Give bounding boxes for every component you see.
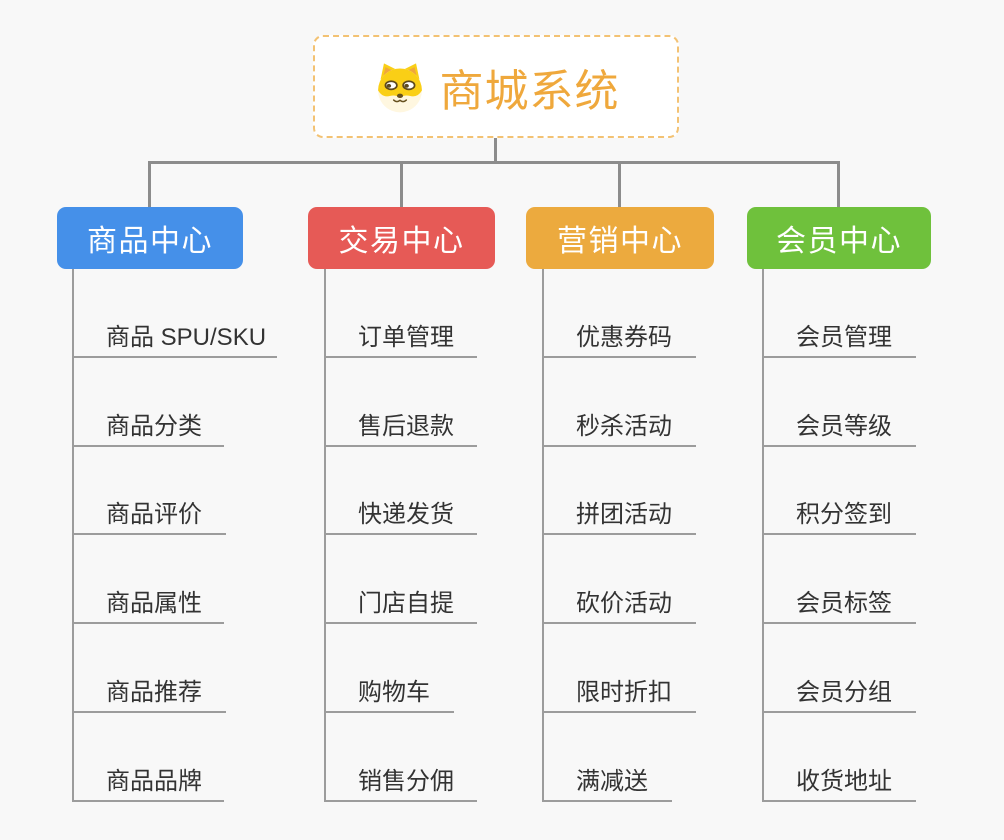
node-item[interactable]: 满减送 [542, 762, 672, 802]
node-item[interactable]: 会员标签 [762, 584, 916, 624]
node-item[interactable]: 商品分类 [72, 407, 224, 447]
branch-header-trade[interactable]: 交易中心 [308, 207, 495, 269]
node-item[interactable]: 积分签到 [762, 495, 916, 535]
node-item[interactable]: 会员等级 [762, 407, 916, 447]
node-item[interactable]: 拼团活动 [542, 495, 696, 535]
node-item[interactable]: 售后退款 [324, 407, 477, 447]
node-item[interactable]: 会员管理 [762, 318, 916, 358]
node-item[interactable]: 砍价活动 [542, 584, 696, 624]
node-item[interactable]: 商品 SPU/SKU [72, 318, 277, 358]
connector-trunk [148, 161, 840, 164]
root-title: 商城系统 [439, 66, 620, 116]
branch-header-marketing[interactable]: 营销中心 [526, 207, 714, 269]
node-item[interactable]: 商品评价 [72, 495, 226, 535]
connector-drop-marketing [618, 161, 621, 208]
node-item[interactable]: 收货地址 [762, 762, 916, 802]
node-item[interactable]: 快递发货 [324, 495, 477, 535]
node-item[interactable]: 商品品牌 [72, 762, 224, 802]
node-item[interactable]: 优惠券码 [542, 318, 696, 358]
node-item[interactable]: 商品属性 [72, 584, 224, 624]
node-item[interactable]: 商品推荐 [72, 673, 226, 713]
node-item[interactable]: 秒杀活动 [542, 407, 696, 447]
branch-header-member[interactable]: 会员中心 [747, 207, 931, 269]
connector-drop-trade [400, 161, 403, 208]
node-item[interactable]: 限时折扣 [542, 673, 696, 713]
node-item[interactable]: 门店自提 [324, 584, 477, 624]
connector-drop-member [837, 161, 840, 208]
node-item[interactable]: 销售分佣 [324, 762, 477, 802]
doge-icon [377, 62, 422, 112]
connector-drop-product [148, 161, 151, 208]
node-item[interactable]: 订单管理 [324, 318, 477, 358]
root-node[interactable]: 商城系统 [313, 35, 679, 138]
branch-header-product[interactable]: 商品中心 [57, 207, 243, 269]
connector-root-stem [494, 137, 497, 164]
node-item[interactable]: 购物车 [324, 673, 454, 713]
node-item[interactable]: 会员分组 [762, 673, 916, 713]
